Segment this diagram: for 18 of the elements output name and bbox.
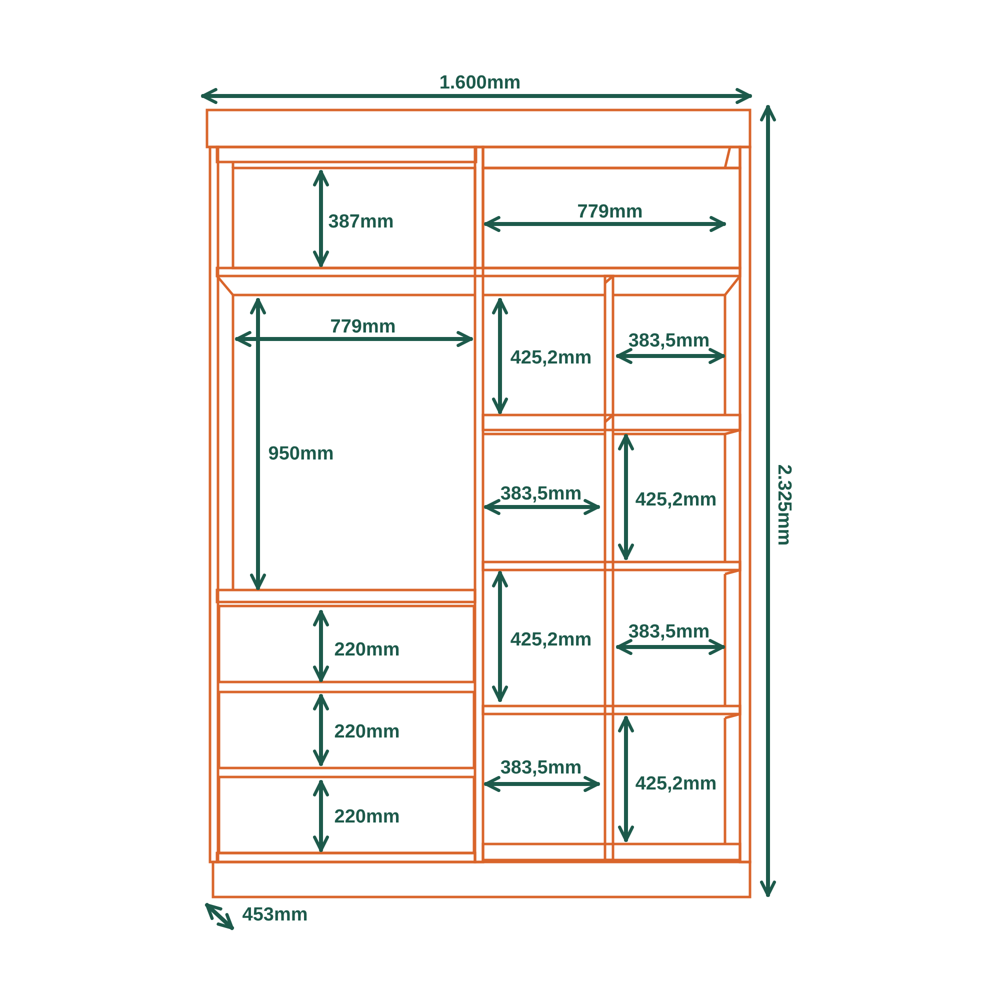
dimension-label: 453mm — [242, 906, 308, 924]
dimension-label: 383,5mm — [500, 758, 582, 778]
dimension-label: 220mm — [334, 640, 400, 660]
dimension-label: 220mm — [334, 722, 400, 742]
dimension-label: 425,2mm — [635, 774, 717, 794]
dimension-label: 383,5mm — [628, 622, 710, 642]
dimension-label: 383,5mm — [500, 484, 582, 504]
dimension-label: 425,2mm — [510, 630, 592, 650]
dimension-label: 1.600mm — [439, 74, 521, 92]
dimension-label: 779mm — [577, 202, 643, 222]
dimension-label: 779mm — [330, 318, 396, 336]
dimension-label: 383,5mm — [628, 332, 710, 350]
dimension-label: 950mm — [268, 444, 334, 464]
dimension-label: 220mm — [334, 808, 400, 826]
dimension-label: 425,2mm — [510, 348, 592, 368]
dimension-label: 387mm — [328, 212, 394, 232]
dimension-label: 425,2mm — [635, 490, 717, 510]
dimension-label: 2.325mm — [774, 464, 794, 546]
